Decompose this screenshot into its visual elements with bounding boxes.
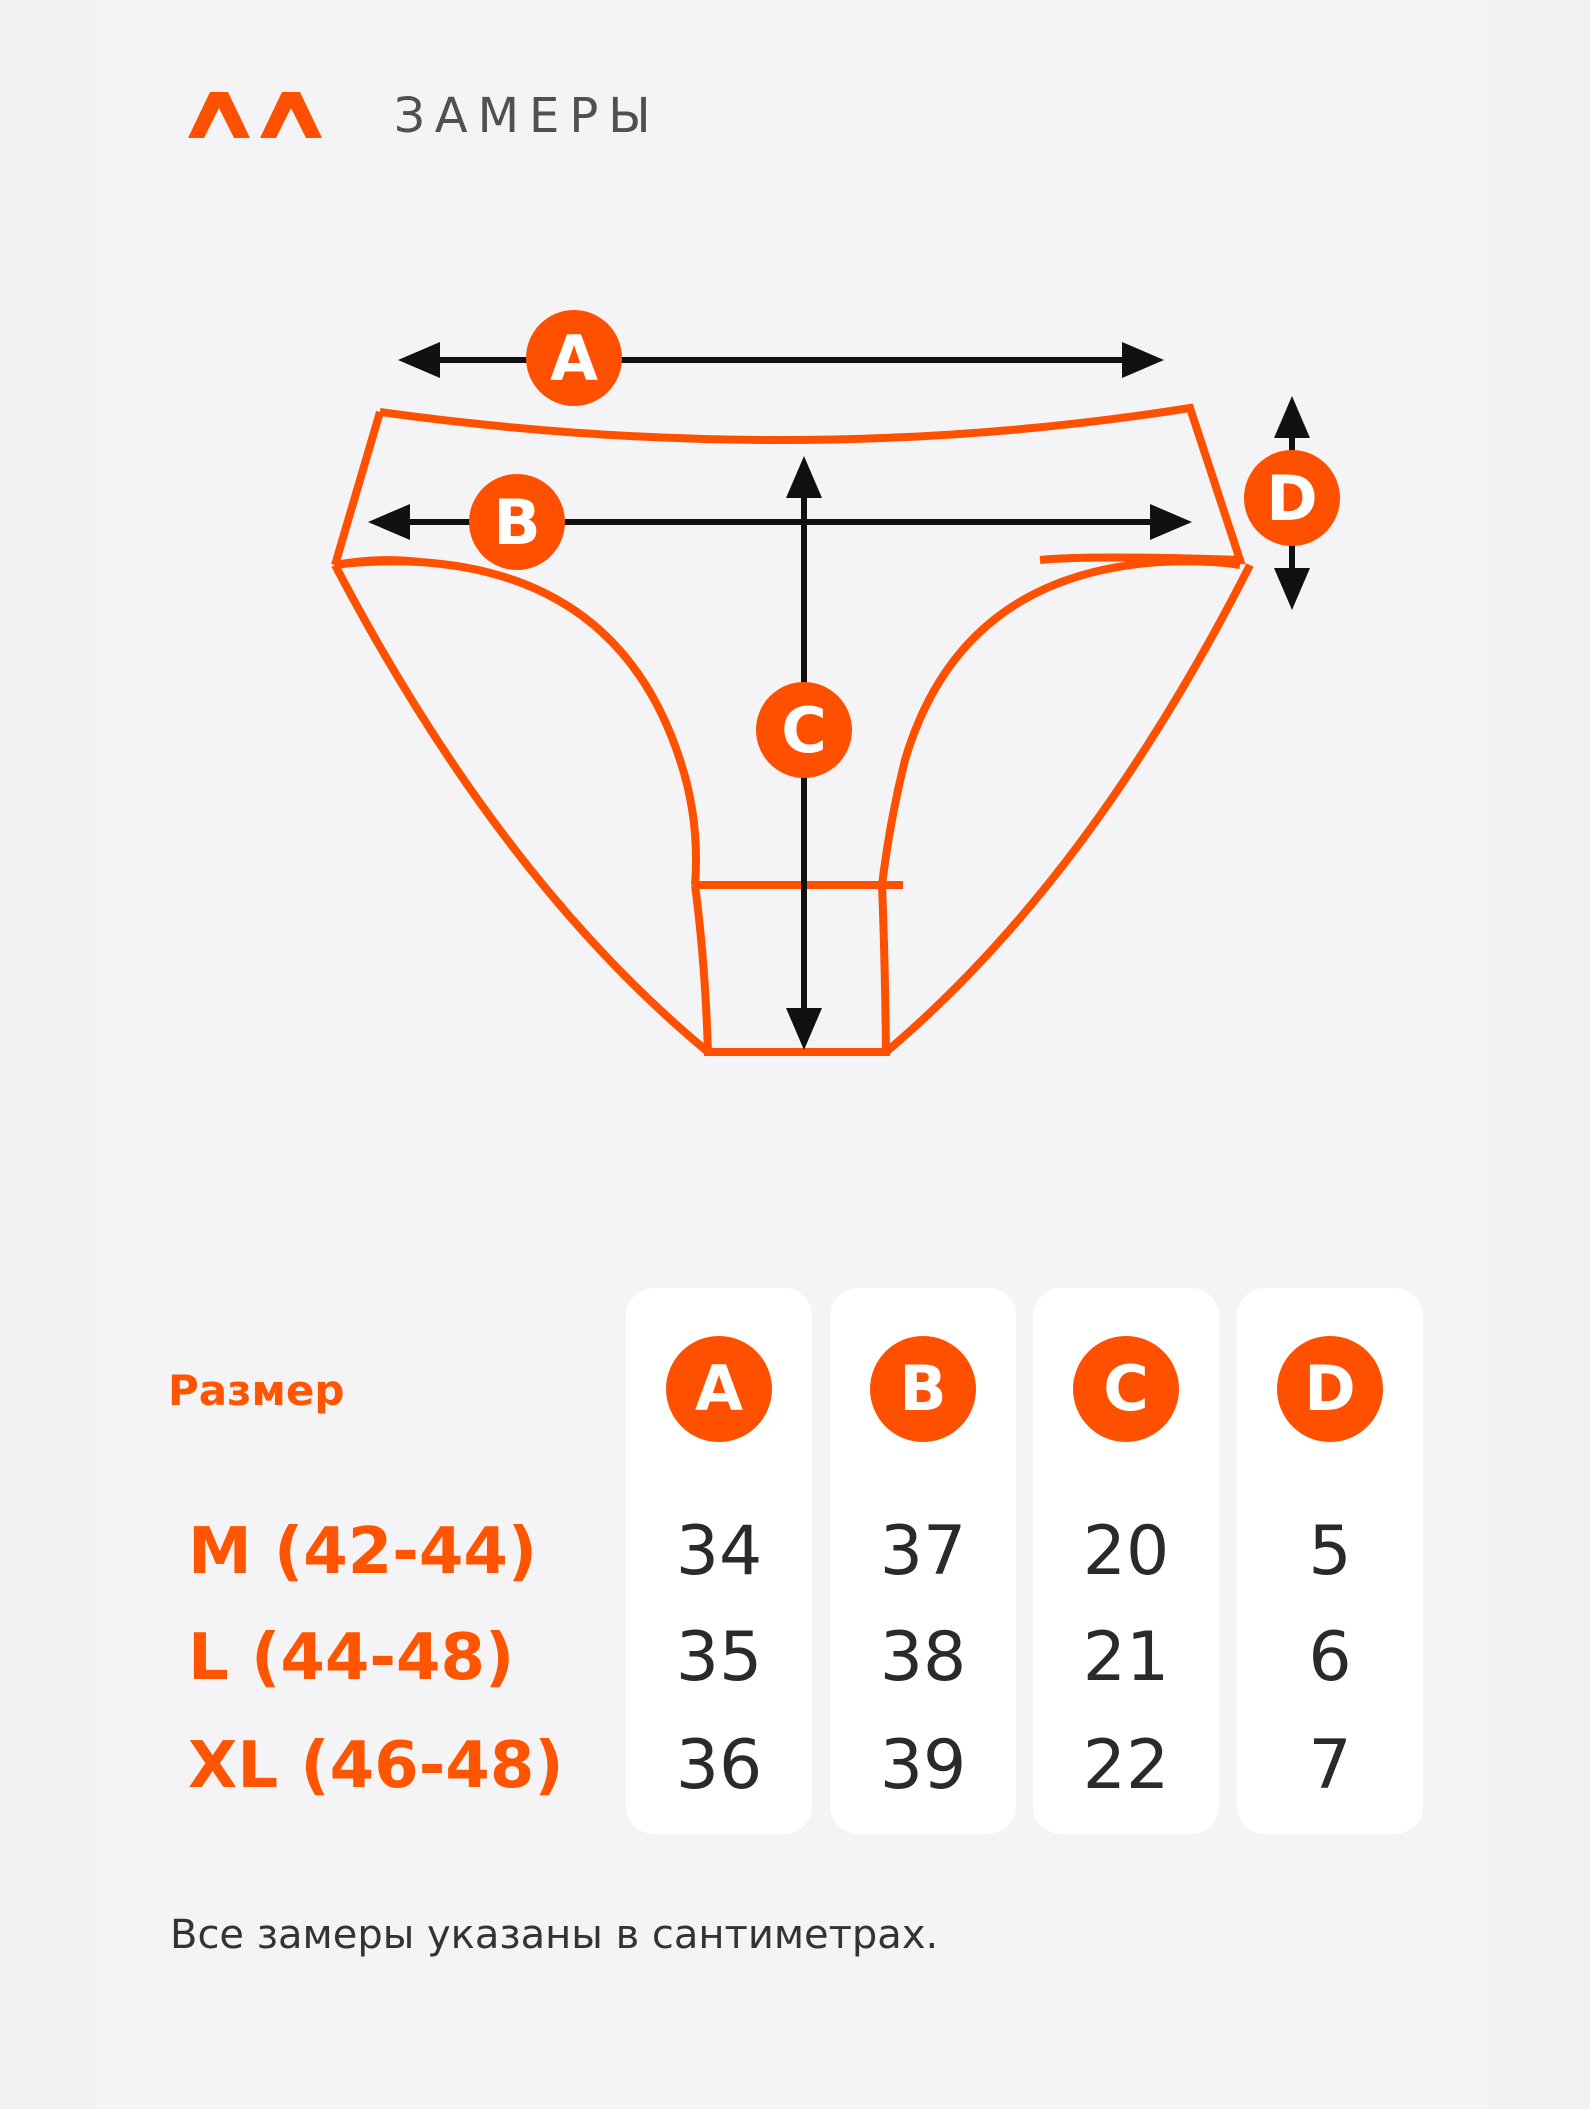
cell-b-xl: 39 xyxy=(879,1726,967,1805)
cell-b-m: 37 xyxy=(879,1512,967,1591)
measurement-diagram: A B C D xyxy=(331,310,1340,1056)
cell-c-m: 20 xyxy=(1082,1512,1170,1591)
column-d: D 5 6 7 xyxy=(1237,1288,1423,1834)
column-c: C 20 21 22 xyxy=(1033,1288,1219,1834)
badge-d: D xyxy=(1244,450,1340,546)
garment-outline xyxy=(331,403,1254,1056)
badge-a: A xyxy=(526,310,622,406)
svg-text:C: C xyxy=(781,694,827,767)
footnote: Все замеры указаны в сантиметрах. xyxy=(170,1912,939,1958)
badge-c: C xyxy=(756,682,852,778)
column-header-d: D xyxy=(1277,1336,1383,1442)
brand-logo xyxy=(188,92,322,138)
row-label-l: L (44-48) xyxy=(188,1621,515,1695)
size-column-label: Размер xyxy=(168,1366,345,1415)
cell-d-l: 6 xyxy=(1308,1618,1352,1697)
cell-a-m: 34 xyxy=(675,1512,763,1591)
cell-d-m: 5 xyxy=(1308,1512,1352,1591)
badge-b: B xyxy=(469,474,565,570)
row-label-xl: XL (46-48) xyxy=(188,1729,564,1803)
column-b: B 37 38 39 xyxy=(830,1288,1016,1834)
cell-b-l: 38 xyxy=(879,1618,967,1697)
column-header-c: C xyxy=(1073,1336,1179,1442)
cell-a-xl: 36 xyxy=(675,1726,763,1805)
arrow-a xyxy=(398,342,1164,378)
svg-text:A: A xyxy=(550,322,598,395)
cell-c-l: 21 xyxy=(1082,1618,1170,1697)
cell-a-l: 35 xyxy=(675,1618,763,1697)
row-label-m: M (42-44) xyxy=(188,1515,538,1589)
cell-d-xl: 7 xyxy=(1308,1726,1352,1805)
column-a: A 34 35 36 xyxy=(626,1288,812,1834)
column-header-b: B xyxy=(870,1336,976,1442)
page-title: ЗАМЕРЫ xyxy=(394,88,661,144)
svg-text:B: B xyxy=(493,486,540,559)
svg-text:D: D xyxy=(1266,462,1317,535)
cell-c-xl: 22 xyxy=(1082,1726,1170,1805)
column-header-a: A xyxy=(666,1336,772,1442)
